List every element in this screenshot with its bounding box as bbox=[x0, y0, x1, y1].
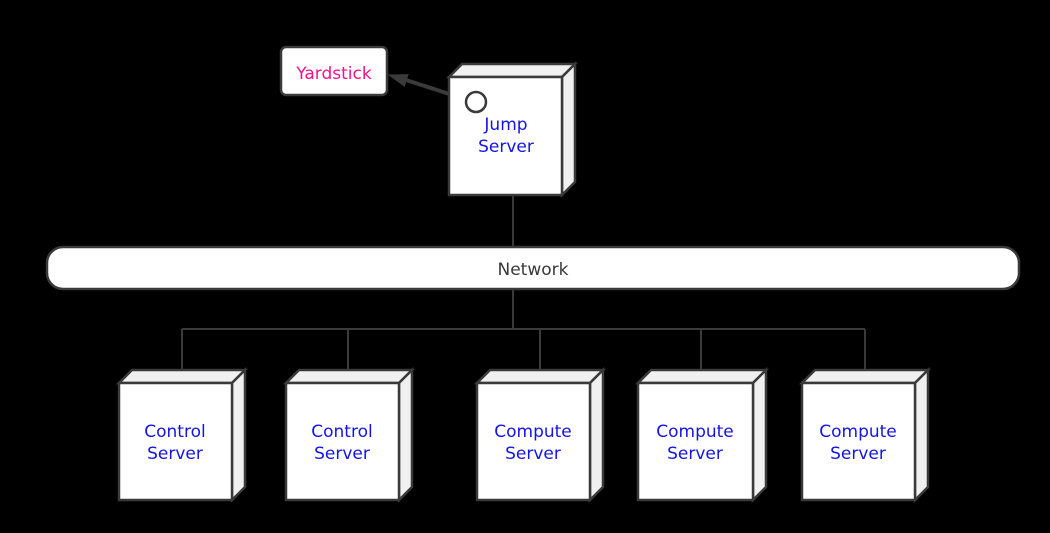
control-server-1-side-face bbox=[230, 366, 247, 504]
compute-server-1-label-line1: Compute bbox=[494, 422, 572, 442]
yardstick-node: Yardstick bbox=[279, 45, 389, 97]
control-server-2-side-face bbox=[397, 366, 414, 504]
compute-server-2-top-face bbox=[634, 368, 770, 385]
compute-server-1-label-line2: Server bbox=[505, 444, 561, 464]
compute-server-1-top-face bbox=[473, 368, 607, 385]
network-bus bbox=[181, 289, 866, 371]
control-server-1-front-face bbox=[117, 381, 234, 502]
jump-server-side-face bbox=[560, 60, 577, 199]
compute-server-1-node: Compute Server bbox=[473, 366, 607, 504]
compute-server-3-node: Compute Server bbox=[798, 366, 932, 504]
compute-server-2-node: Compute Server bbox=[634, 366, 770, 504]
network-node: Network bbox=[45, 245, 1021, 291]
yardstick-box bbox=[279, 45, 389, 97]
compute-server-3-front-face bbox=[800, 381, 917, 502]
jump-server-front-face bbox=[447, 75, 564, 197]
compute-server-2-label-line2: Server bbox=[667, 444, 723, 464]
compute-server-2-side-face bbox=[751, 366, 768, 504]
compute-server-3-top-face bbox=[798, 368, 932, 385]
compute-server-3-label-line1: Compute bbox=[819, 422, 897, 442]
compute-server-1-side-face bbox=[588, 366, 605, 504]
control-server-1-label-line2: Server bbox=[147, 444, 203, 464]
control-server-2-front-face bbox=[284, 381, 401, 502]
arrowhead-icon bbox=[387, 74, 409, 87]
compute-server-2-front-face bbox=[636, 381, 755, 502]
compute-server-3-side-face bbox=[913, 366, 930, 504]
network-bar bbox=[45, 245, 1021, 291]
network-label: Network bbox=[498, 260, 569, 280]
control-server-1-node: Control Server bbox=[115, 366, 249, 504]
port-circle-icon bbox=[464, 90, 488, 114]
control-server-1-label-line1: Control bbox=[144, 422, 205, 442]
jump-server-node: Jump Server bbox=[445, 60, 579, 199]
jump-server-label-line2: Server bbox=[478, 137, 534, 157]
control-server-2-node: Control Server bbox=[282, 366, 416, 504]
yardstick-label: Yardstick bbox=[295, 64, 372, 84]
compute-server-3-label-line2: Server bbox=[830, 444, 886, 464]
compute-server-1-front-face bbox=[475, 381, 592, 502]
jump-server-label-line1: Jump bbox=[483, 115, 527, 135]
control-server-2-label-line1: Control bbox=[311, 422, 372, 442]
compute-server-2-label-line1: Compute bbox=[656, 422, 734, 442]
control-server-2-top-face bbox=[282, 368, 416, 385]
control-server-1-top-face bbox=[115, 368, 249, 385]
control-server-2-label-line2: Server bbox=[314, 444, 370, 464]
jump-server-top-face bbox=[445, 62, 579, 79]
